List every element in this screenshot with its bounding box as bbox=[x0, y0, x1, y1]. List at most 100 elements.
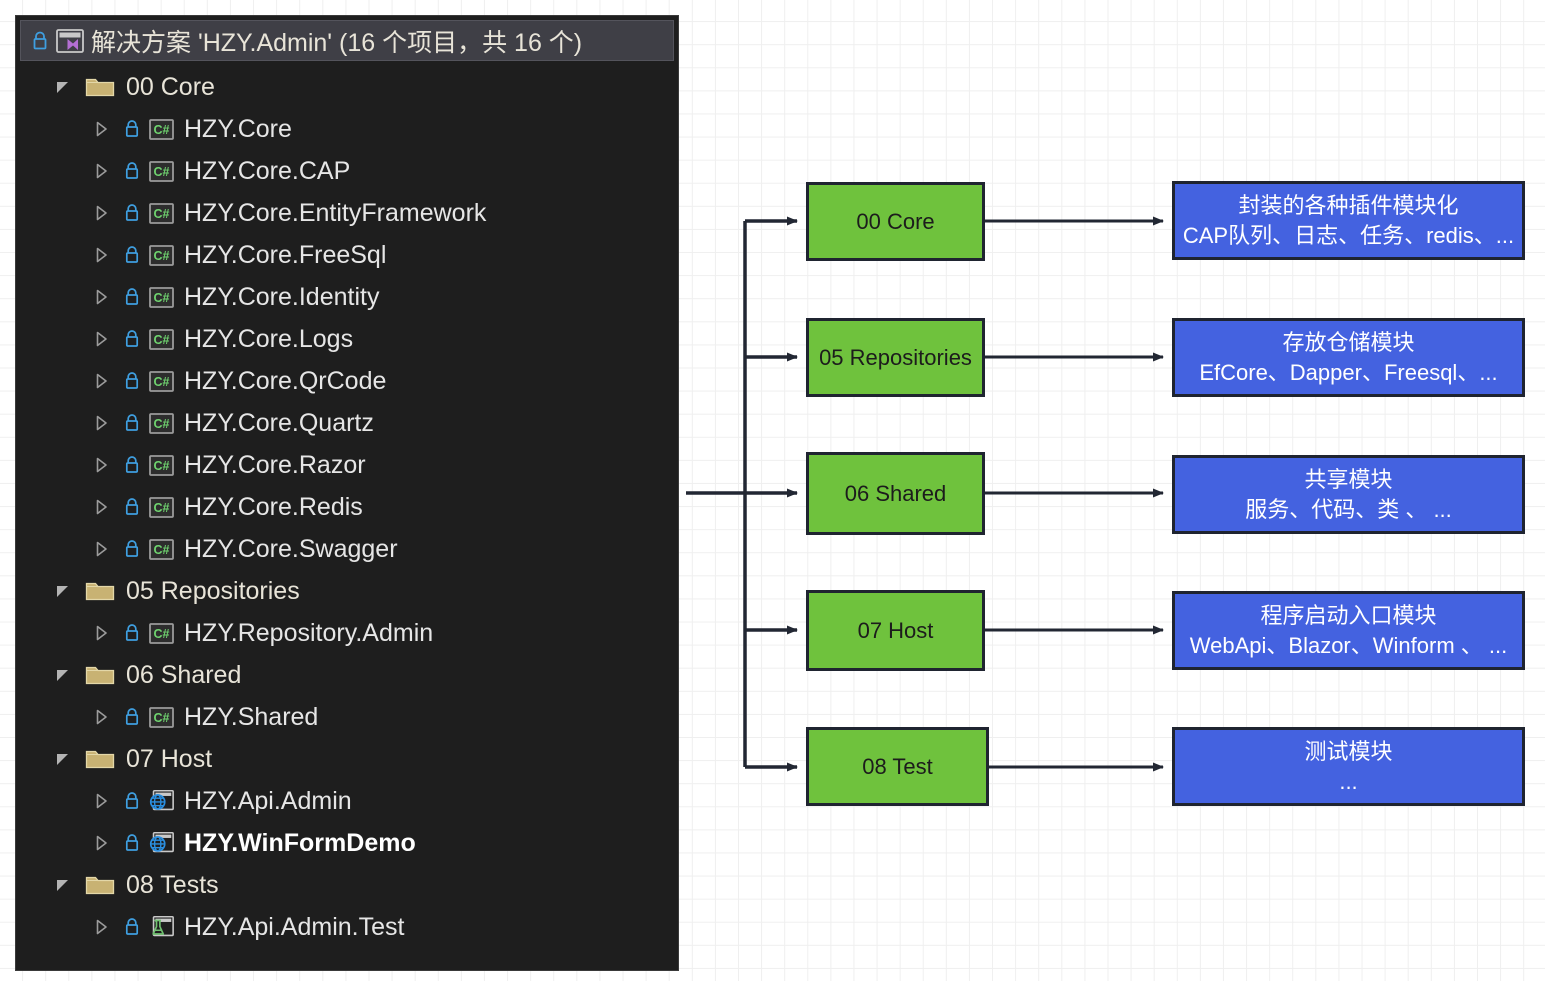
tree-item-label: HZY.Core.Razor bbox=[184, 450, 366, 479]
tree-item-08-tests[interactable]: 08 Tests bbox=[16, 864, 678, 906]
expander-collapsed-icon[interactable] bbox=[90, 328, 112, 350]
csharp-project-icon: C# bbox=[147, 494, 175, 520]
tree-item-label: 07 Host bbox=[126, 744, 213, 773]
svg-text:C#: C# bbox=[153, 459, 169, 473]
lock-icon bbox=[122, 621, 142, 645]
tree-item-label: HZY.Api.Admin bbox=[184, 786, 352, 815]
tree-item-06-shared[interactable]: 06 Shared bbox=[16, 654, 678, 696]
tree-item-label: HZY.Core.Quartz bbox=[184, 408, 374, 437]
tree-item-label: 08 Tests bbox=[126, 870, 219, 899]
folder-icon bbox=[84, 662, 116, 688]
csharp-project-icon: C# bbox=[147, 410, 175, 436]
tree-item-hzy-api-admin[interactable]: HZY.Api.Admin bbox=[16, 780, 678, 822]
tree-item-label: HZY.Core.FreeSql bbox=[184, 240, 387, 269]
module-box-07-host[interactable]: 07 Host bbox=[806, 590, 985, 671]
description-line-1: 封装的各种插件模块化 bbox=[1238, 192, 1459, 218]
folder-icon bbox=[84, 746, 116, 772]
tree-item-label: HZY.Core.Swagger bbox=[184, 534, 398, 563]
csharp-project-icon: C# bbox=[147, 158, 175, 184]
svg-text:C#: C# bbox=[153, 543, 169, 557]
expander-collapsed-icon[interactable] bbox=[90, 118, 112, 140]
expander-expanded-icon[interactable] bbox=[52, 748, 74, 770]
description-box-shared[interactable]: 共享模块 服务、代码、类 、 ... bbox=[1172, 455, 1525, 534]
svg-text:C#: C# bbox=[153, 501, 169, 515]
test-project-icon bbox=[147, 914, 175, 940]
lock-icon bbox=[122, 495, 142, 519]
svg-text:C#: C# bbox=[153, 333, 169, 347]
tree-item-label: HZY.Repository.Admin bbox=[184, 618, 434, 647]
module-label: 06 Shared bbox=[844, 480, 947, 506]
expander-collapsed-icon[interactable] bbox=[90, 160, 112, 182]
tree-item-hzy-shared[interactable]: C#HZY.Shared bbox=[16, 696, 678, 738]
tree-item-hzy-core-identity[interactable]: C#HZY.Core.Identity bbox=[16, 276, 678, 318]
expander-expanded-icon[interactable] bbox=[52, 874, 74, 896]
tree-item-hzy-core-logs[interactable]: C#HZY.Core.Logs bbox=[16, 318, 678, 360]
expander-collapsed-icon[interactable] bbox=[90, 370, 112, 392]
svg-text:C#: C# bbox=[153, 249, 169, 263]
expander-collapsed-icon[interactable] bbox=[90, 454, 112, 476]
tree-item-00-core[interactable]: 00 Core bbox=[16, 66, 678, 108]
description-box-repositories[interactable]: 存放仓储模块 EfCore、Dapper、Freesql、... bbox=[1172, 318, 1525, 397]
tree-item-hzy-core-entityframework[interactable]: C#HZY.Core.EntityFramework bbox=[16, 192, 678, 234]
expander-collapsed-icon[interactable] bbox=[90, 916, 112, 938]
module-label: 00 Core bbox=[856, 208, 935, 234]
module-label: 08 Test bbox=[862, 753, 933, 779]
tree-item-hzy-core-razor[interactable]: C# HZY.Core.Razor bbox=[16, 444, 678, 486]
expander-collapsed-icon[interactable] bbox=[90, 706, 112, 728]
module-label: 07 Host bbox=[857, 617, 934, 643]
expander-collapsed-icon[interactable] bbox=[90, 832, 112, 854]
tree-item-07-host[interactable]: 07 Host bbox=[16, 738, 678, 780]
tree-item-hzy-winformdemo[interactable]: HZY.WinFormDemo bbox=[16, 822, 678, 864]
csharp-project-icon: C# bbox=[147, 284, 175, 310]
folder-icon bbox=[84, 578, 116, 604]
module-box-00-core[interactable]: 00 Core bbox=[806, 182, 985, 261]
tree-item-hzy-core-redis[interactable]: C#HZY.Core.Redis bbox=[16, 486, 678, 528]
expander-collapsed-icon[interactable] bbox=[90, 538, 112, 560]
expander-collapsed-icon[interactable] bbox=[90, 496, 112, 518]
tree-item-hzy-core-cap[interactable]: C#HZY.Core.CAP bbox=[16, 150, 678, 192]
expander-expanded-icon[interactable] bbox=[52, 76, 74, 98]
tree-item-hzy-core-quartz[interactable]: C# HZY.Core.Quartz bbox=[16, 402, 678, 444]
solution-header-row[interactable]: 解决方案 'HZY.Admin' (16 个项目，共 16 个) bbox=[20, 20, 674, 61]
module-box-06-shared[interactable]: 06 Shared bbox=[806, 452, 985, 535]
visual-studio-solution-icon bbox=[55, 28, 85, 54]
expander-collapsed-icon[interactable] bbox=[90, 412, 112, 434]
svg-text:C#: C# bbox=[153, 291, 169, 305]
expander-collapsed-icon[interactable] bbox=[90, 244, 112, 266]
solution-title: 解决方案 'HZY.Admin' (16 个项目，共 16 个) bbox=[91, 28, 583, 57]
expander-collapsed-icon[interactable] bbox=[90, 790, 112, 812]
description-box-core[interactable]: 封装的各种插件模块化 CAP队列、日志、任务、redis、... bbox=[1172, 181, 1525, 260]
description-line-2: 服务、代码、类 、 ... bbox=[1245, 496, 1452, 522]
description-line-1: 程序启动入口模块 bbox=[1260, 602, 1437, 628]
lock-icon bbox=[122, 537, 142, 561]
module-box-05-repositories[interactable]: 05 Repositories bbox=[806, 318, 985, 397]
expander-expanded-icon[interactable] bbox=[52, 664, 74, 686]
tree-item-hzy-core-freesql[interactable]: C# HZY.Core.FreeSql bbox=[16, 234, 678, 276]
expander-collapsed-icon[interactable] bbox=[90, 622, 112, 644]
description-box-test[interactable]: 测试模块 ... bbox=[1172, 727, 1525, 806]
tree-item-05-repositories[interactable]: 05 Repositories bbox=[16, 570, 678, 612]
csharp-project-icon: C# bbox=[147, 242, 175, 268]
solution-explorer-panel[interactable]: 解决方案 'HZY.Admin' (16 个项目，共 16 个) 00 Core… bbox=[16, 16, 678, 970]
lock-icon bbox=[122, 117, 142, 141]
tree-item-hzy-core-qrcode[interactable]: C#HZY.Core.QrCode bbox=[16, 360, 678, 402]
expander-collapsed-icon[interactable] bbox=[90, 202, 112, 224]
svg-text:C#: C# bbox=[153, 207, 169, 221]
lock-icon bbox=[122, 243, 142, 267]
module-label: 05 Repositories bbox=[819, 344, 972, 370]
tree-item-hzy-core-swagger[interactable]: C# HZY.Core.Swagger bbox=[16, 528, 678, 570]
tree-item-hzy-api-admin-test[interactable]: HZY.Api.Admin.Test bbox=[16, 906, 678, 948]
module-box-08-test[interactable]: 08 Test bbox=[806, 727, 989, 806]
expander-collapsed-icon[interactable] bbox=[90, 286, 112, 308]
svg-text:C#: C# bbox=[153, 165, 169, 179]
tree-item-hzy-repository-admin[interactable]: C#HZY.Repository.Admin bbox=[16, 612, 678, 654]
lock-icon bbox=[31, 30, 49, 52]
tree-item-hzy-core[interactable]: C#HZY.Core bbox=[16, 108, 678, 150]
description-box-host[interactable]: 程序启动入口模块 WebApi、Blazor、Winform 、 ... bbox=[1172, 591, 1525, 670]
expander-expanded-icon[interactable] bbox=[52, 580, 74, 602]
tree-item-label: HZY.WinFormDemo bbox=[184, 828, 416, 857]
description-line-1: 共享模块 bbox=[1304, 466, 1393, 492]
description-line-2: WebApi、Blazor、Winform 、 ... bbox=[1189, 632, 1508, 658]
